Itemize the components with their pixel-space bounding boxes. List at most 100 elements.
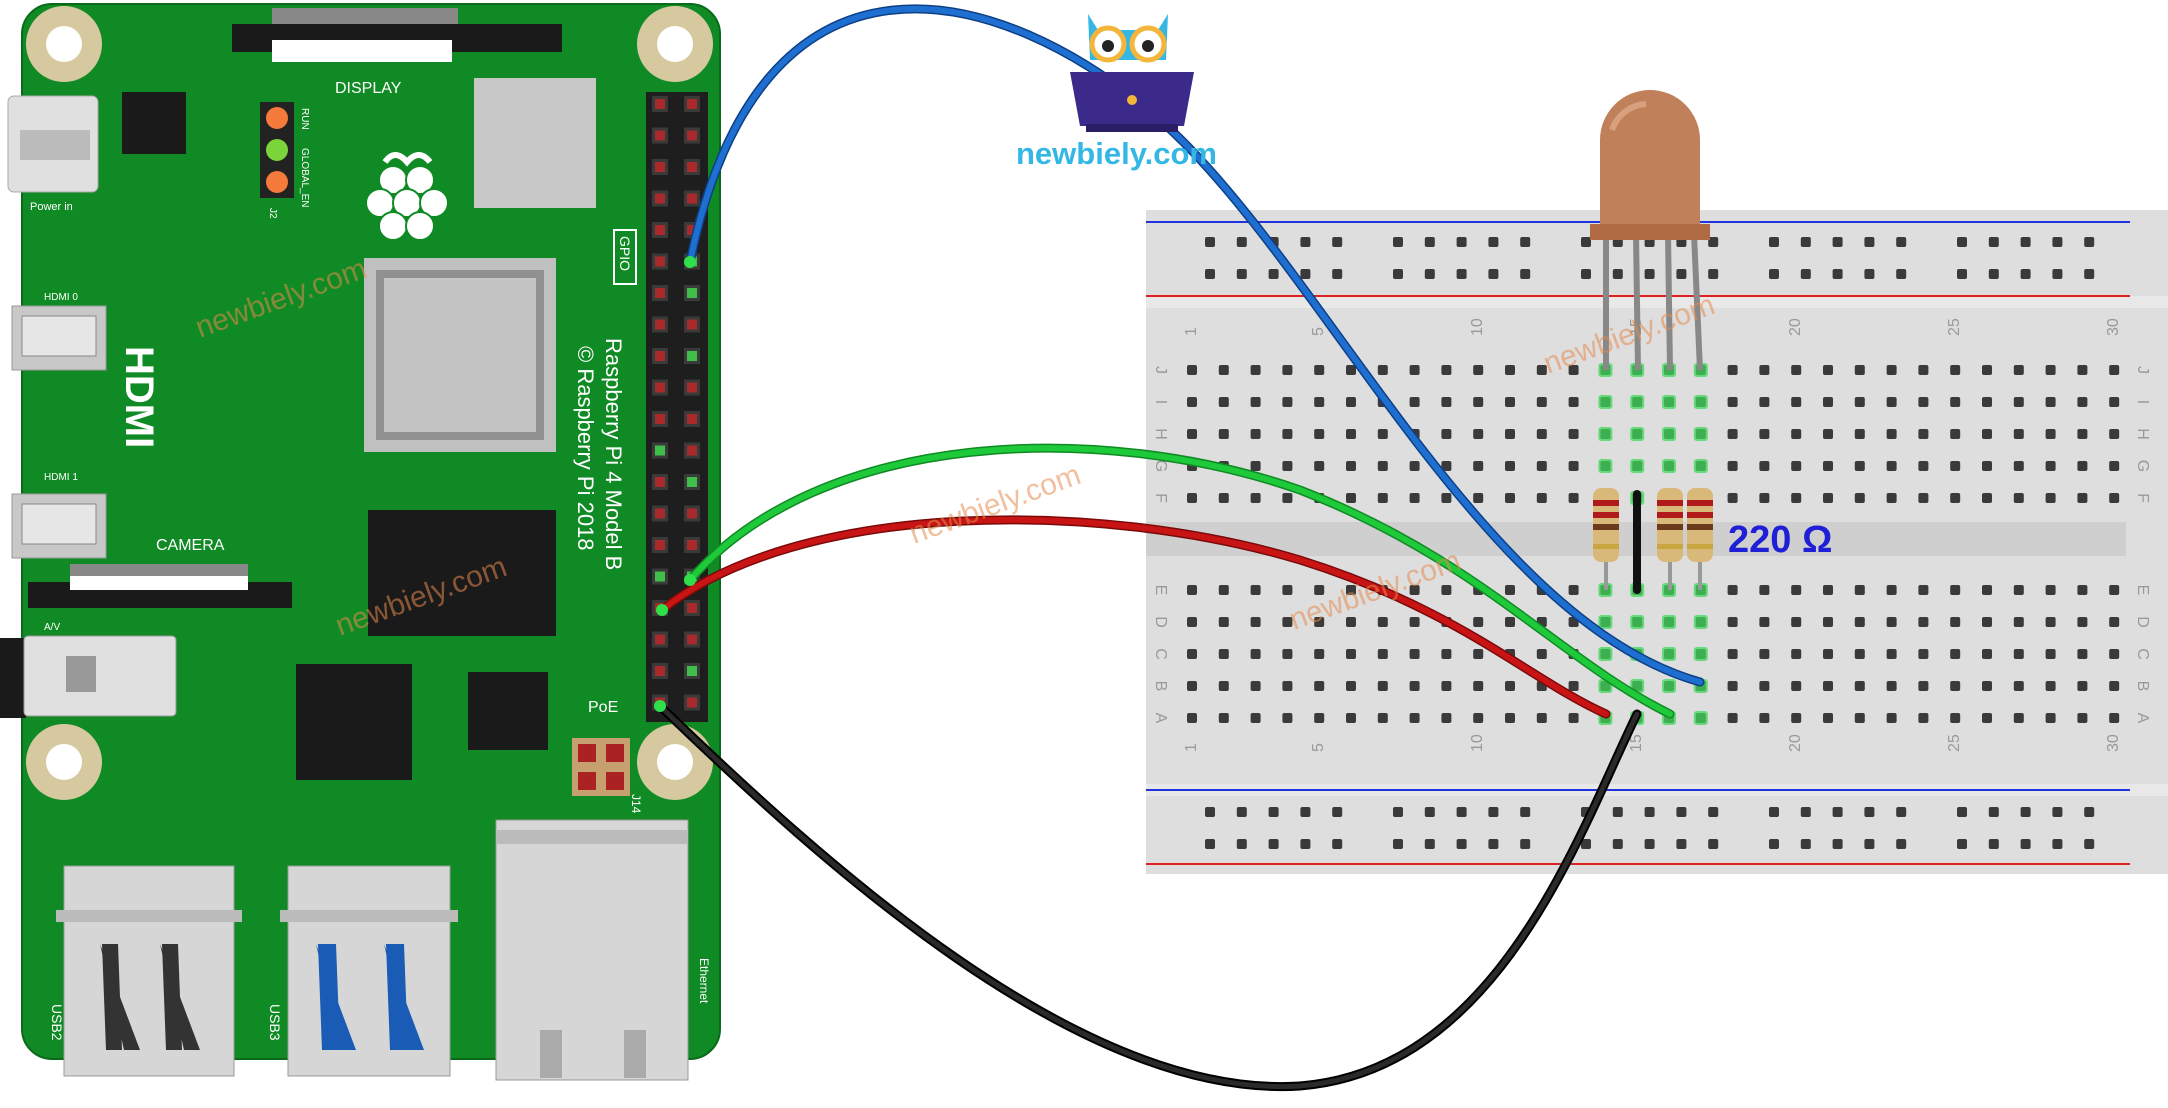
gpio-pin bbox=[687, 603, 697, 613]
breadboard-hole bbox=[1727, 713, 1738, 723]
j2-label: J2 bbox=[267, 208, 278, 219]
breadboard-hole bbox=[1218, 713, 1229, 723]
rail-hole bbox=[1708, 237, 1719, 247]
mounting-hole bbox=[26, 6, 102, 82]
rail-hole bbox=[1708, 269, 1719, 279]
connected-hole bbox=[1693, 647, 1708, 661]
breadboard-hole bbox=[1441, 493, 1452, 503]
rail-hole bbox=[1832, 839, 1843, 849]
gpio-pin bbox=[655, 319, 665, 330]
breadboard-hole bbox=[1886, 429, 1897, 439]
breadboard-hole bbox=[1377, 461, 1388, 471]
rail-hole bbox=[1332, 839, 1343, 849]
connected-hole bbox=[1598, 459, 1613, 473]
breadboard-hole bbox=[1250, 397, 1261, 407]
breadboard-hole bbox=[1982, 585, 1992, 595]
rail-hole bbox=[2052, 807, 2063, 817]
gpio-pin bbox=[655, 666, 665, 676]
row-label: C bbox=[2134, 648, 2151, 660]
breadboard-hole bbox=[1250, 617, 1261, 627]
breadboard-hole bbox=[1536, 713, 1547, 723]
breadboard-hole bbox=[1346, 493, 1356, 503]
breadboard-hole bbox=[1282, 713, 1293, 723]
rail-hole bbox=[1832, 237, 1843, 247]
breadboard-hole bbox=[1982, 429, 1992, 439]
laptop-icon bbox=[1070, 72, 1194, 132]
rail-hole bbox=[1300, 807, 1311, 817]
gpio-pin bbox=[687, 99, 697, 109]
breadboard-hole bbox=[1950, 429, 1961, 439]
row-label: F bbox=[2134, 493, 2151, 503]
wire-red bbox=[659, 516, 1609, 717]
column-number: 10 bbox=[1469, 734, 1486, 752]
breadboard-hole bbox=[1727, 585, 1738, 595]
gpio-pin bbox=[687, 508, 697, 519]
copyright-label: © Raspberry Pi 2018 bbox=[573, 346, 598, 551]
breadboard-hole bbox=[1823, 649, 1833, 659]
rail-hole bbox=[1581, 269, 1591, 279]
breadboard-hole bbox=[1950, 461, 1961, 471]
breadboard-hole bbox=[2077, 429, 2088, 439]
breadboard-hole bbox=[1377, 713, 1388, 723]
connected-hole bbox=[1662, 679, 1676, 693]
breadboard-hole bbox=[1727, 617, 1738, 627]
row-label: H bbox=[1152, 428, 1169, 440]
breadboard-hole bbox=[1982, 649, 1992, 659]
rail-hole bbox=[1488, 269, 1499, 279]
breadboard-hole bbox=[1473, 429, 1484, 439]
owl-logo-icon bbox=[1088, 14, 1168, 63]
gpio-pin bbox=[687, 162, 697, 172]
breadboard-hole bbox=[1568, 461, 1579, 471]
rail-hole bbox=[1676, 839, 1687, 849]
rail-hole bbox=[1520, 807, 1531, 817]
breadboard-hole bbox=[1346, 649, 1356, 659]
gpio-pin bbox=[655, 477, 665, 487]
rail-hole bbox=[2084, 269, 2095, 279]
rail-hole bbox=[1896, 269, 1907, 279]
row-label: D bbox=[2134, 616, 2151, 628]
breadboard-hole bbox=[1886, 493, 1897, 503]
breadboard-hole bbox=[1886, 397, 1897, 407]
rail-hole bbox=[1456, 839, 1467, 849]
breadboard-hole bbox=[1950, 585, 1961, 595]
rail-hole bbox=[1300, 269, 1311, 279]
gpio-pin bbox=[655, 571, 665, 582]
rail-hole bbox=[1644, 839, 1655, 849]
breadboard-hole bbox=[1791, 713, 1802, 723]
breadboard-hole bbox=[1950, 681, 1961, 691]
breadboard-hole bbox=[2013, 713, 2024, 723]
breadboard-hole bbox=[1377, 681, 1388, 691]
rail-hole bbox=[2020, 237, 2031, 247]
breadboard-hole bbox=[1187, 429, 1197, 439]
breadboard-hole bbox=[1282, 397, 1293, 407]
row-label: B bbox=[2134, 681, 2151, 692]
rail-hole bbox=[1488, 237, 1499, 247]
breadboard-hole bbox=[2045, 681, 2056, 691]
breadboard-hole bbox=[1187, 397, 1197, 407]
rail-hole bbox=[1205, 807, 1215, 817]
breadboard-hole bbox=[1314, 397, 1325, 407]
rail-hole bbox=[1612, 839, 1623, 849]
gpio-pin bbox=[655, 351, 665, 361]
gpio-pin bbox=[687, 130, 697, 141]
breadboard-hole bbox=[1473, 681, 1484, 691]
chip bbox=[368, 510, 556, 636]
breadboard-hole bbox=[2045, 429, 2056, 439]
breadboard-hole bbox=[1536, 649, 1547, 659]
gpio-pin bbox=[687, 319, 697, 330]
gpio-pin bbox=[687, 697, 697, 708]
rail-hole bbox=[1769, 269, 1779, 279]
gpio-pin bbox=[655, 445, 665, 456]
rail-hole bbox=[1644, 807, 1655, 817]
breadboard-hole bbox=[2077, 493, 2088, 503]
breadboard-hole bbox=[1918, 649, 1929, 659]
breadboard-hole bbox=[2109, 713, 2120, 723]
rail-hole bbox=[1332, 237, 1343, 247]
gpio-pin bbox=[687, 193, 697, 204]
rail-hole bbox=[1988, 807, 1999, 817]
breadboard-hole bbox=[2109, 365, 2120, 375]
hdmi-big-label: HDMI bbox=[117, 346, 161, 448]
connected-hole bbox=[1693, 711, 1708, 725]
breadboard-hole bbox=[2077, 713, 2088, 723]
rail-hole bbox=[1800, 269, 1811, 279]
